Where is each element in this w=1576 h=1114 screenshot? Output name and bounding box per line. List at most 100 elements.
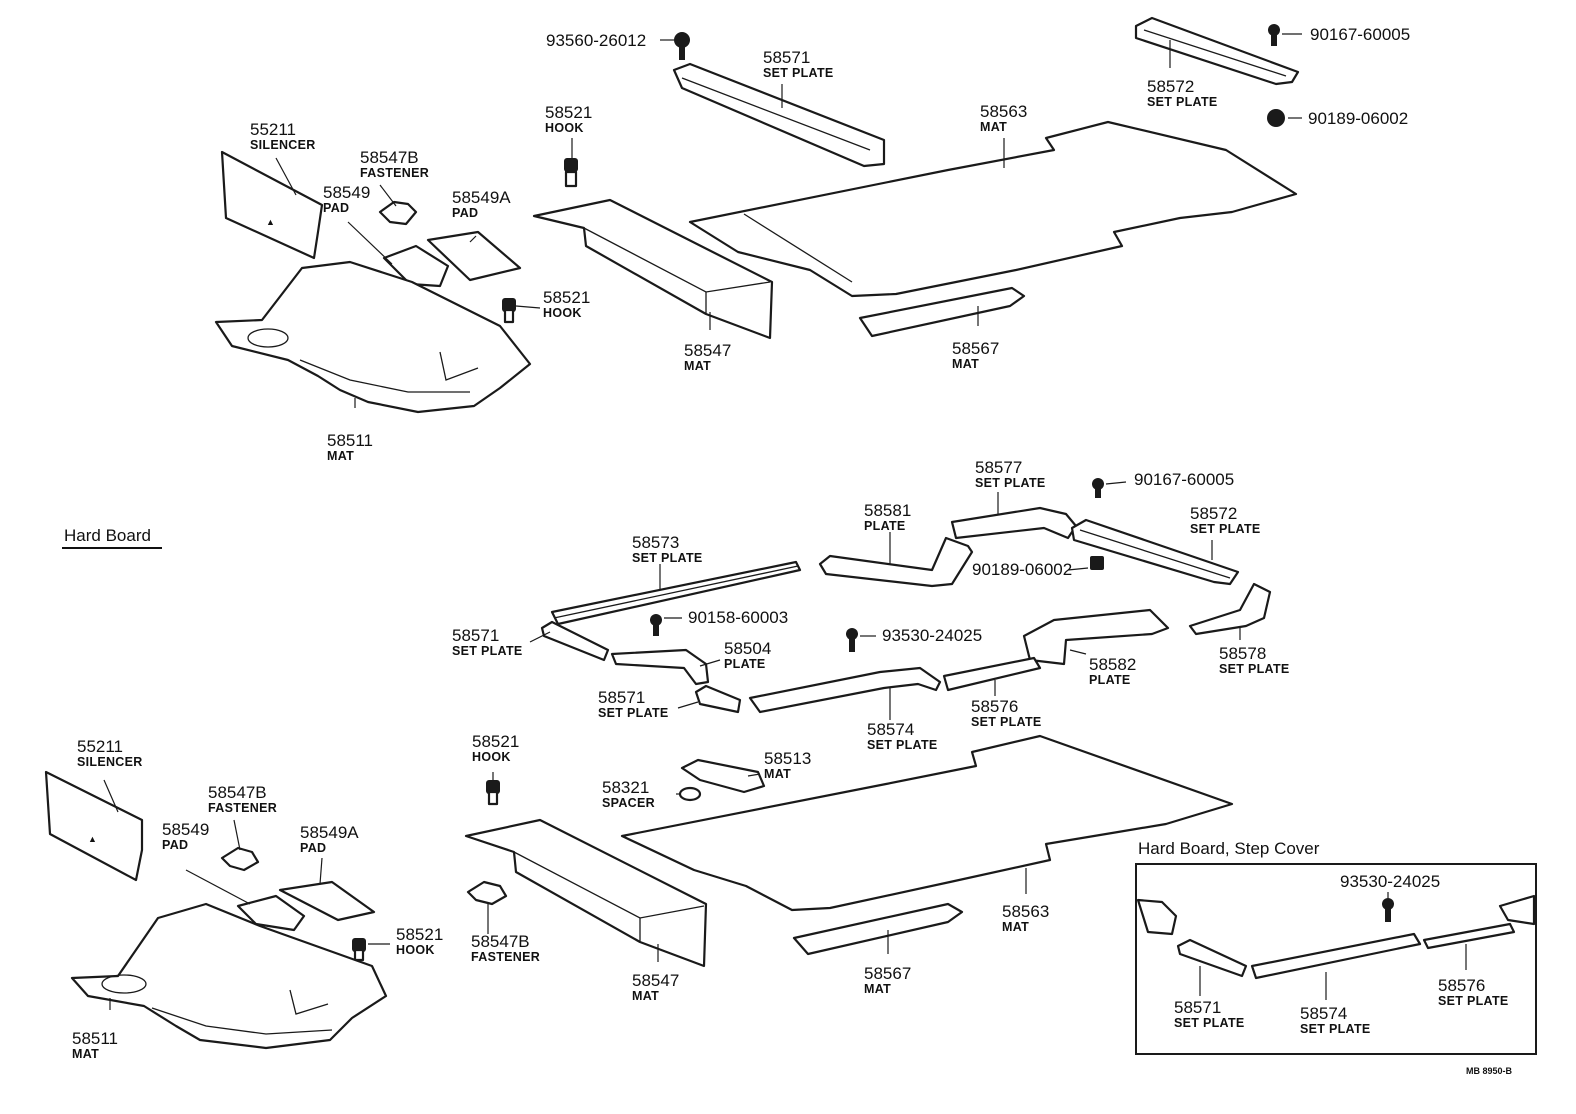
leader-line [379, 184, 397, 207]
part-number: 58571 [1174, 998, 1221, 1017]
part-description: FASTENER [360, 166, 429, 180]
part-number: 58521 [545, 103, 592, 122]
part-description: PAD [162, 838, 188, 852]
part-description: MAT [327, 449, 354, 463]
part-number: 93530-24025 [882, 626, 982, 645]
part-number: 55211 [250, 120, 296, 139]
leader-line [677, 701, 699, 709]
plate-part [818, 536, 974, 588]
callout: 90167-60005 [1105, 470, 1234, 489]
fastener-part [220, 846, 260, 872]
mat-strip-part [792, 902, 964, 956]
set-plate-curve-part [1188, 582, 1272, 636]
part-description: SILENCER [77, 755, 143, 769]
leader-line [699, 659, 721, 667]
leader-line [185, 869, 251, 905]
pad-part [236, 894, 306, 932]
floor-mat-large-part [688, 120, 1298, 298]
set-plate-long-part [550, 560, 802, 626]
callout: 93560-26012 [546, 31, 674, 50]
part-number: 58574 [1300, 1004, 1347, 1023]
section-heading-step-cover: Hard Board, Step Cover [1138, 839, 1320, 858]
part-description: MAT [632, 989, 659, 1003]
bolt-part [1092, 478, 1104, 498]
part-description: SET PLATE [1438, 994, 1509, 1008]
part-number: 58521 [396, 925, 443, 944]
part-description: SET PLATE [975, 476, 1046, 490]
part-number: 58567 [952, 339, 999, 358]
part-number: 58573 [632, 533, 679, 552]
callout: 93530-24025 [860, 626, 982, 645]
callout: 90167-60005 [1282, 25, 1410, 44]
part-number: 58576 [1438, 976, 1485, 995]
svg-text:▲: ▲ [266, 217, 275, 227]
part-number: 58547B [471, 932, 530, 951]
part-number: 58547 [684, 341, 731, 360]
part-description: SILENCER [250, 138, 316, 152]
part-description: MAT [764, 767, 791, 781]
part-number: 58572 [1147, 77, 1194, 96]
step-cover-inset [1135, 863, 1537, 1055]
part-number: 58513 [764, 749, 811, 768]
part-description: MAT [1002, 920, 1029, 934]
bolt-part [1268, 24, 1280, 46]
silencer-part [220, 150, 324, 260]
part-number: 58504 [724, 639, 771, 658]
part-number: 58563 [980, 102, 1027, 121]
part-number: 55211 [77, 737, 123, 756]
part-number: 58571 [598, 688, 645, 707]
part-number: 58567 [864, 964, 911, 983]
callout-labels: 55211SILENCER58547BFASTENER58549PAD58549… [72, 25, 1509, 1061]
fastener-part [466, 880, 508, 906]
part-description: HOOK [472, 750, 511, 764]
step-plate-assembly [540, 478, 1272, 714]
set-plate-part [540, 620, 610, 662]
part-number: 58547B [360, 148, 419, 167]
part-number: 58549 [162, 820, 209, 839]
hook-part [564, 158, 578, 188]
part-description: PLATE [1089, 673, 1131, 687]
step-mat-part [532, 198, 774, 340]
callout: 93530-24025 [1340, 872, 1440, 898]
part-description: PAD [300, 841, 326, 855]
part-description: MAT [72, 1047, 99, 1061]
part-number: 58582 [1089, 655, 1136, 674]
part-number: 58511 [327, 431, 373, 450]
part-number: 58563 [1002, 902, 1049, 921]
pad-a-part [426, 230, 522, 282]
spacer-part [678, 786, 702, 802]
bottom-assembly: ▲ [44, 734, 1234, 1050]
hook-part [352, 938, 366, 962]
part-description: HOOK [543, 306, 582, 320]
part-number: 90189-06002 [1308, 109, 1408, 128]
part-description: FASTENER [471, 950, 540, 964]
part-description: SET PLATE [1190, 522, 1261, 536]
part-number: 58571 [763, 48, 810, 67]
svg-text:▲: ▲ [88, 834, 97, 844]
part-number: 58549A [300, 823, 359, 842]
leader-line [319, 857, 323, 885]
part-description: HOOK [545, 121, 584, 135]
part-description: SET PLATE [452, 644, 523, 658]
leader-line [747, 773, 761, 777]
bolt-part [650, 614, 662, 636]
